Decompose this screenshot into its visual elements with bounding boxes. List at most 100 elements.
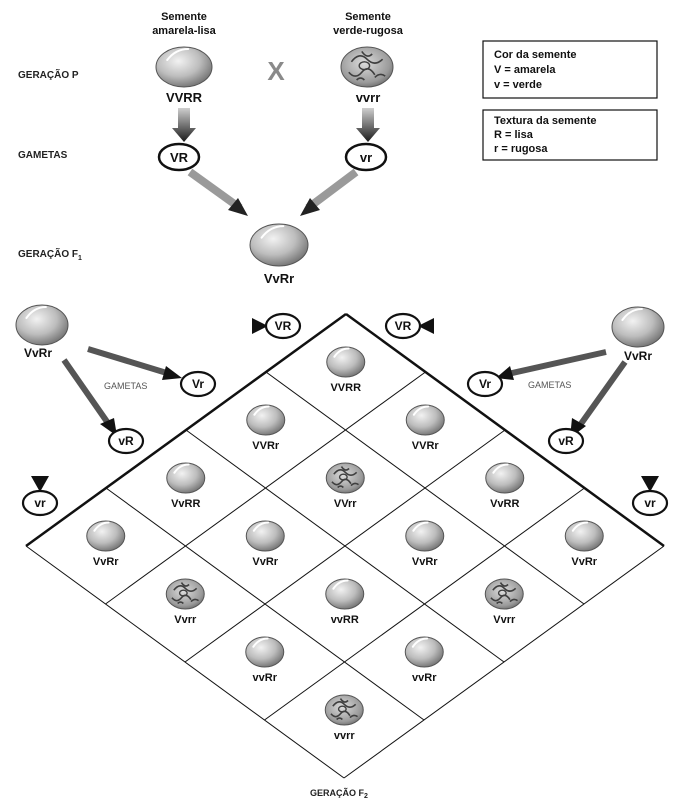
- f1-seed: [249, 223, 309, 267]
- smooth-seed-icon: [325, 578, 365, 610]
- wrinkled-seed-icon: [484, 578, 524, 610]
- parent-green-wrinkled-seed: [340, 46, 394, 88]
- cell-genotype: VvRr: [93, 556, 119, 568]
- grid-line: [105, 487, 425, 721]
- grid-line: [343, 545, 665, 779]
- svg-text:r = rugosa: r = rugosa: [494, 143, 548, 155]
- svg-text:vR: vR: [118, 434, 134, 448]
- punnett-cell: vvRr: [245, 636, 285, 684]
- smooth-seed-icon: [246, 404, 286, 436]
- smooth-seed-icon: [166, 462, 206, 494]
- cell-genotype: VvRR: [171, 498, 200, 510]
- smooth-seed-icon: [245, 520, 285, 552]
- punnett-cell: VvRr: [564, 520, 604, 568]
- gamete-vR: vR: [547, 427, 585, 455]
- punnett-cell: VvRr: [86, 520, 126, 568]
- gamete-vr: vr: [631, 489, 669, 517]
- gamete-VR: VR: [264, 312, 302, 340]
- legend-color: Cor da semente V = amarela v = verde: [482, 40, 658, 99]
- svg-text:vr: vr: [34, 496, 46, 510]
- svg-text:Cor da semente: Cor da semente: [494, 49, 577, 61]
- cell-genotype: VvRr: [412, 556, 438, 568]
- cell-genotype: Vvrr: [174, 614, 197, 626]
- cell-genotype: VvRR: [490, 498, 519, 510]
- svg-text:V = amarela: V = amarela: [494, 64, 556, 76]
- cell-genotype: VVRr: [252, 440, 280, 452]
- right-gamete-arrows: [418, 318, 659, 492]
- gamete-vr: vr: [21, 489, 59, 517]
- svg-text:vr: vr: [360, 150, 372, 165]
- grid-line: [264, 487, 585, 721]
- smooth-seed-icon: [405, 404, 445, 436]
- gamete-Vr: Vr: [179, 370, 217, 398]
- svg-text:VR: VR: [395, 319, 412, 333]
- gamete-Vr: Vr: [466, 370, 504, 398]
- cell-genotype: VVRR: [330, 382, 361, 394]
- punnett-cell: vvRr: [404, 636, 444, 684]
- punnett-cell: Vvrr: [165, 578, 205, 626]
- row-label-geracao-f1: GERAÇÃO F1: [18, 247, 82, 262]
- row-label-geracao-p: GERAÇÃO P: [18, 68, 79, 81]
- punnett-cell: VVRr: [405, 404, 445, 452]
- arrow-diagonal-icon: [187, 168, 248, 216]
- cell-genotype: vvRr: [253, 672, 278, 684]
- arrow-down-icon: [356, 108, 380, 142]
- svg-text:Vr: Vr: [479, 377, 491, 391]
- smooth-seed-icon: [155, 46, 213, 88]
- f1-left-seed: [15, 304, 69, 346]
- smooth-seed-icon: [611, 306, 665, 348]
- svg-text:R = lisa: R = lisa: [494, 129, 534, 141]
- cell-genotype: vvRR: [331, 614, 359, 626]
- f1-left-gametes-label: GAMETAS: [104, 381, 147, 391]
- left-gametes: VR Vr vR vr: [21, 312, 302, 517]
- smooth-seed-icon: [86, 520, 126, 552]
- svg-text:VR: VR: [275, 319, 292, 333]
- smooth-seed-icon: [404, 636, 444, 668]
- punnett-cell: Vvrr: [484, 578, 524, 626]
- svg-text:v = verde: v = verde: [494, 79, 542, 91]
- smooth-seed-icon: [405, 520, 445, 552]
- cell-genotype: vvrr: [334, 730, 356, 742]
- legend-texture: Textura da semente R = lisa r = rugosa: [482, 109, 658, 161]
- arrow-down-icon: [172, 108, 196, 142]
- punnett-cell: VVRR: [326, 346, 366, 394]
- svg-text:VR: VR: [170, 150, 189, 165]
- gamete-vR: vR: [107, 427, 145, 455]
- cell-genotype: VvRr: [252, 556, 278, 568]
- svg-text:Textura da semente: Textura da semente: [494, 115, 597, 127]
- punnett-cell: VVrr: [325, 462, 365, 510]
- punnett-cell: VvRR: [166, 462, 206, 510]
- svg-text:vr: vr: [644, 496, 656, 510]
- f1-right-seed: [611, 306, 665, 348]
- svg-text:vR: vR: [558, 434, 574, 448]
- smooth-seed-icon: [485, 462, 525, 494]
- smooth-seed-icon: [326, 346, 366, 378]
- cell-genotype: VvRr: [571, 556, 597, 568]
- f1-left-genotype: VvRr: [24, 346, 52, 360]
- gamete-VR: VR: [384, 312, 422, 340]
- row-label-gametas: GAMETAS: [18, 150, 68, 161]
- smooth-seed-icon: [249, 223, 309, 267]
- cross-symbol: X: [267, 56, 285, 86]
- punnett-cell: vvrr: [324, 694, 364, 742]
- parent-green-genotype: vvrr: [356, 90, 381, 105]
- smooth-seed-icon: [245, 636, 285, 668]
- wrinkled-seed-icon: [325, 462, 365, 494]
- left-gamete-arrows: [31, 318, 268, 492]
- parent-yellow-genotype: VVRR: [166, 90, 203, 105]
- wrinkled-seed-icon: [340, 46, 394, 88]
- punnett-cell: VVRr: [246, 404, 286, 452]
- punnett-cell: vvRR: [325, 578, 365, 626]
- svg-text:Vr: Vr: [192, 377, 204, 391]
- right-gametes: VR Vr vR vr: [384, 312, 669, 517]
- arrow-diagonal-icon: [300, 168, 359, 216]
- cell-genotype: vvRr: [412, 672, 437, 684]
- punnett-grid: [25, 312, 665, 779]
- grid-line: [184, 429, 506, 663]
- f1-genotype: VvRr: [264, 271, 294, 286]
- cell-genotype: VVRr: [412, 440, 440, 452]
- row-label-geracao-f2: GERAÇÃO F2: [310, 788, 368, 800]
